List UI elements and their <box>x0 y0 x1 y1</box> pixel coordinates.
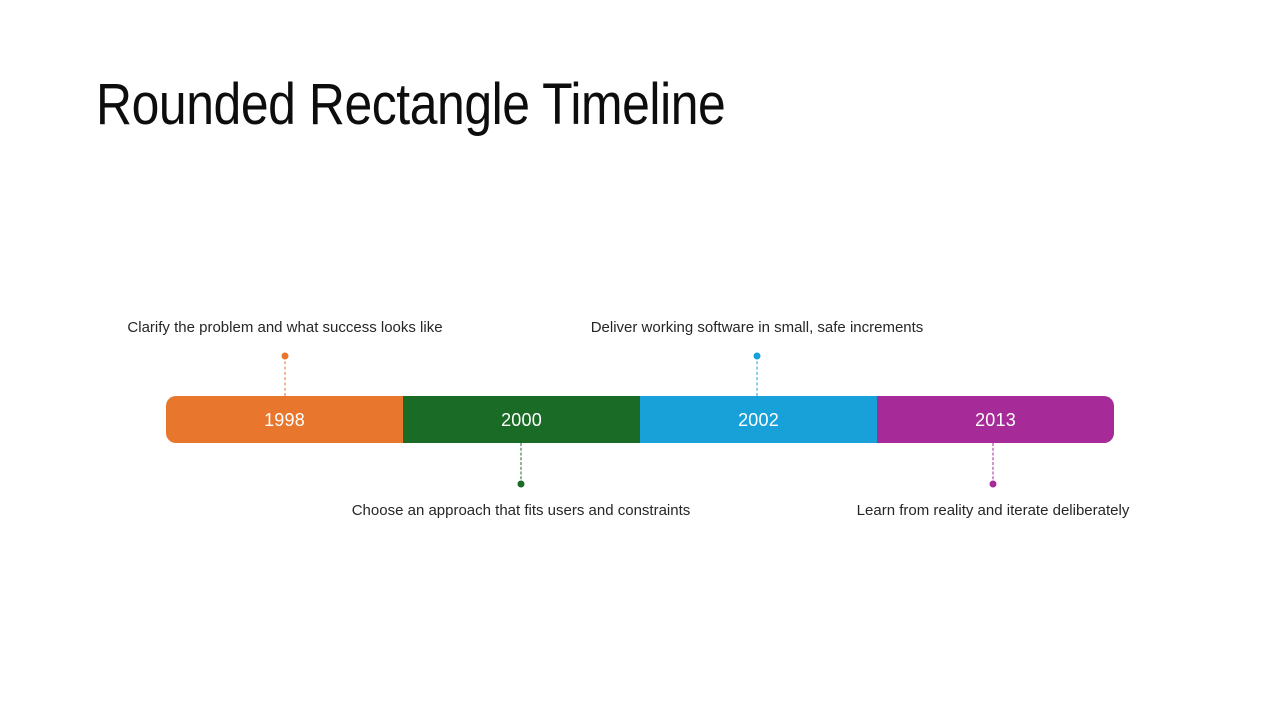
callout-connector-dot <box>753 352 761 360</box>
callout-connector-line <box>992 443 994 484</box>
timeline-segment-year: 1998 <box>264 409 305 430</box>
callout-connector-line <box>756 356 758 396</box>
timeline-segment[interactable]: 2013 <box>877 396 1114 443</box>
timeline-segment[interactable]: 2000 <box>403 396 640 443</box>
timeline-bar: 1998 2000 2002 2013 <box>166 396 1114 443</box>
timeline-segment[interactable]: 2002 <box>640 396 877 443</box>
page-title: Rounded Rectangle Timeline <box>96 72 726 137</box>
timeline-segment[interactable]: 1998 <box>166 396 403 443</box>
callout-connector-dot <box>517 480 525 488</box>
callout-connector-line <box>284 356 286 396</box>
timeline-segment-year: 2002 <box>738 409 779 430</box>
callout-connector-dot <box>989 480 997 488</box>
timeline-callout-label: Deliver working software in small, safe … <box>590 319 924 336</box>
timeline-segment-year: 2013 <box>975 409 1016 430</box>
timeline-callout-label: Learn from reality and iterate deliberat… <box>856 502 1130 519</box>
callout-connector-dot <box>281 352 289 360</box>
timeline-callout-label: Clarify the problem and what success loo… <box>127 319 443 336</box>
timeline-callout-label: Choose an approach that fits users and c… <box>351 502 691 519</box>
callout-connector-line <box>520 443 522 484</box>
timeline-segment-year: 2000 <box>501 409 542 430</box>
